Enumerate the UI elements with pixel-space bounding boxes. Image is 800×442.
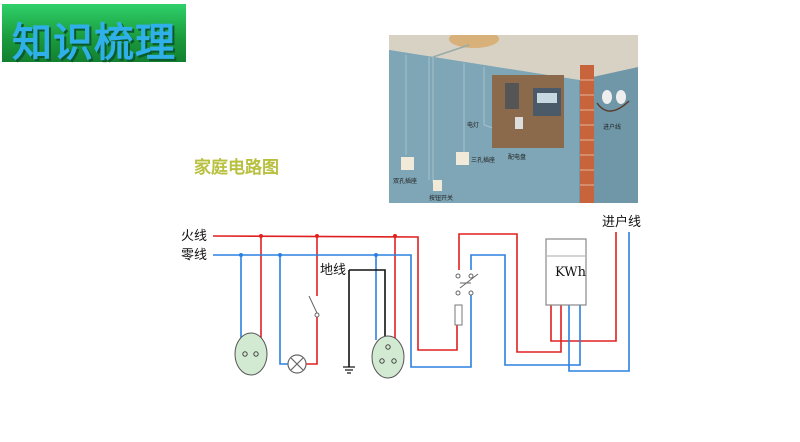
- three-hole-socket-photo: [456, 152, 469, 165]
- section-subtitle: 家庭电路图: [194, 158, 279, 178]
- meter-label: KWh: [555, 265, 587, 280]
- photo-label-distribution-box: 配电盘: [508, 153, 526, 161]
- ground-symbol-icon: [343, 366, 355, 374]
- photo-label-push-switch: 按钮开关: [429, 194, 453, 202]
- title-banner: 知识梳理: [2, 4, 186, 66]
- photo-label-two-hole-socket: 双孔插座: [393, 177, 417, 185]
- photo-label-service-line: 进户线: [603, 123, 621, 131]
- photo-label-lamp: 电灯: [467, 121, 479, 129]
- live-wire: [212, 232, 617, 365]
- service-line-label: 进户线: [602, 214, 641, 230]
- ground-wire-label: 地线: [320, 263, 346, 278]
- two-hole-socket-photo: [401, 157, 414, 170]
- brick-wall: [580, 65, 594, 203]
- neutral-wire-label: 零线: [181, 248, 207, 263]
- electric-meter: [545, 238, 587, 306]
- ceiling-lamp: [449, 35, 499, 48]
- fuse: [454, 304, 463, 326]
- page-title: 知识梳理: [12, 20, 176, 66]
- neutral-wire: [213, 232, 630, 372]
- household-wiring-photo: 电灯 配电盘 进户线 双孔插座 三孔插座 按钮开关: [389, 35, 638, 203]
- ground-wire: [348, 269, 386, 367]
- photo-label-three-hole-socket: 三孔插座: [471, 156, 495, 164]
- three-hole-socket: [371, 335, 405, 379]
- push-switch-photo: [433, 180, 442, 191]
- two-hole-socket: [234, 332, 268, 376]
- live-wire-label: 火线: [181, 229, 207, 244]
- lamp-icon: [287, 354, 307, 374]
- main-switch: [455, 273, 479, 296]
- lamp-switch: [308, 295, 320, 318]
